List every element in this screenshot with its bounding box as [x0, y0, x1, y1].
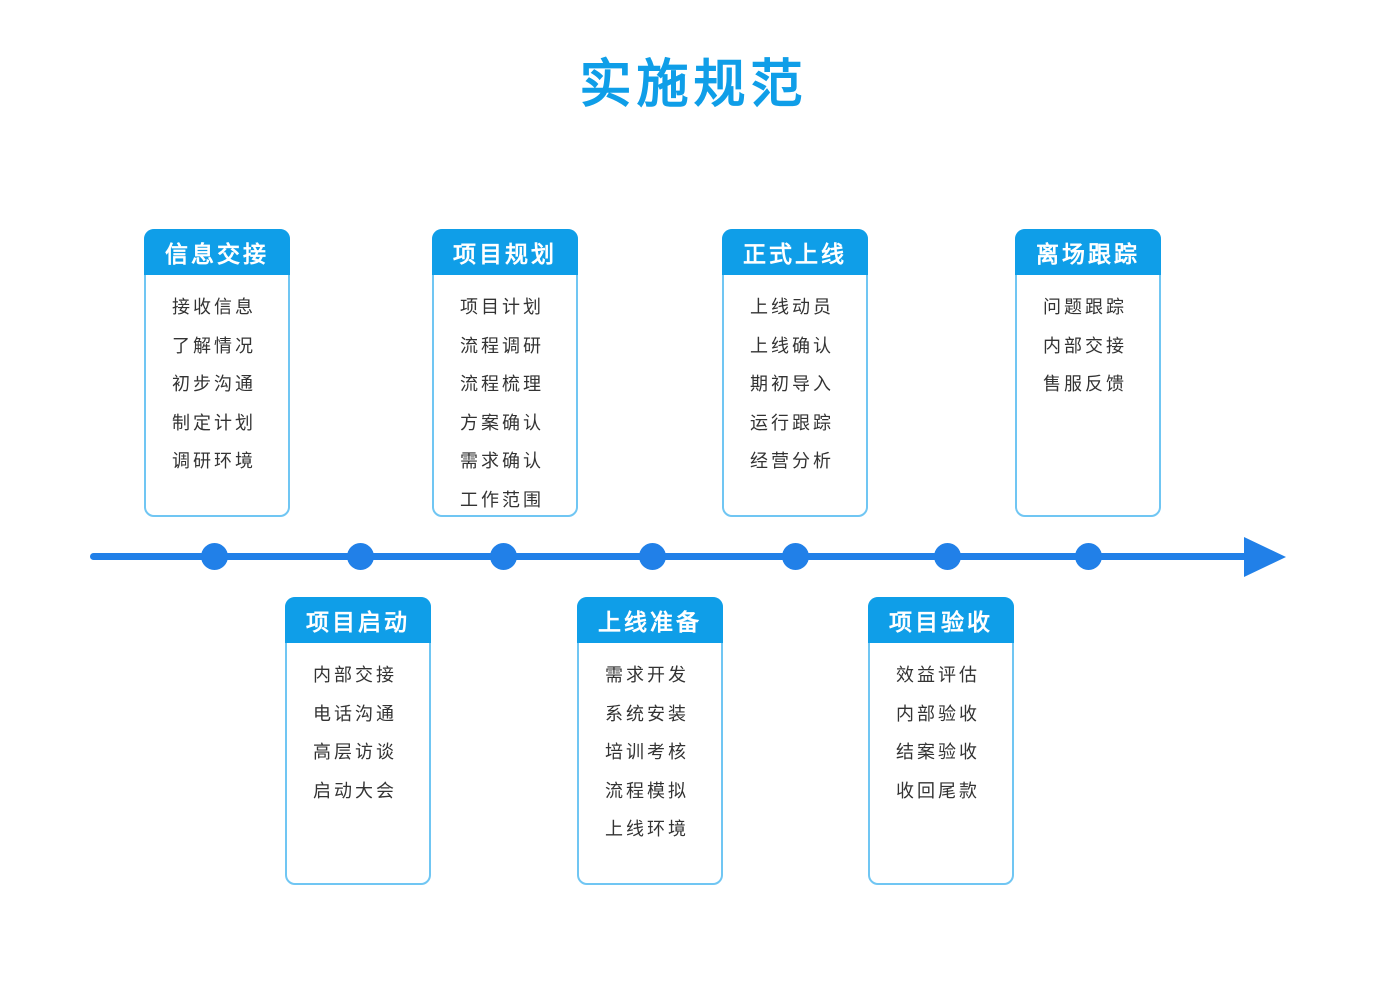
timeline-dot — [347, 543, 374, 570]
stage-item: 售服反馈 — [1043, 374, 1127, 394]
stage-item: 内部验收 — [896, 703, 980, 724]
stage-item: 效益评估 — [896, 665, 980, 685]
stage-item: 接收信息 — [172, 297, 256, 317]
stage-item-list: 项目计划 流程调研 流程梳理 方案确认 需求确认 工作范围 — [434, 277, 576, 519]
timeline-dot — [639, 543, 666, 570]
stage-header: 上线准备 — [577, 597, 723, 643]
stage-item: 内部交接 — [1043, 335, 1127, 356]
stage-card-launch-prep: 上线准备 需求开发 系统安装 培训考核 流程模拟 上线环境 — [577, 597, 723, 885]
stage-header: 离场跟踪 — [1015, 229, 1161, 275]
stage-item: 需求确认 — [460, 451, 544, 471]
stage-item: 经营分析 — [750, 451, 834, 471]
stage-header: 信息交接 — [144, 229, 290, 275]
timeline-dot — [782, 543, 809, 570]
stage-item: 制定计划 — [172, 412, 256, 433]
stage-card-official-launch: 正式上线 上线动员 上线确认 期初导入 运行跟踪 经营分析 — [722, 229, 868, 517]
stage-item: 收回尾款 — [896, 780, 980, 801]
stage-header: 项目验收 — [868, 597, 1014, 643]
stage-card-info-handover: 信息交接 接收信息 了解情况 初步沟通 制定计划 调研环境 — [144, 229, 290, 517]
stage-item: 运行跟踪 — [750, 412, 834, 433]
stage-item: 上线确认 — [750, 335, 834, 356]
stage-item: 调研环境 — [172, 451, 256, 471]
timeline-line — [90, 553, 1248, 560]
stage-item: 工作范围 — [460, 489, 544, 510]
stage-item: 系统安装 — [605, 703, 689, 724]
stage-item: 启动大会 — [313, 780, 397, 801]
timeline-dot — [490, 543, 517, 570]
timeline-dot — [934, 543, 961, 570]
stage-item: 流程模拟 — [605, 780, 689, 801]
stage-item-list: 内部交接 电话沟通 高层访谈 启动大会 — [287, 645, 429, 810]
stage-item: 了解情况 — [172, 335, 256, 356]
stage-item: 项目计划 — [460, 297, 544, 317]
stage-item: 上线环境 — [605, 819, 689, 839]
stage-item: 期初导入 — [750, 374, 834, 394]
stage-item: 培训考核 — [605, 742, 689, 762]
page-title: 实施规范 — [579, 56, 808, 114]
stage-item: 流程梳理 — [460, 374, 544, 394]
stage-item: 高层访谈 — [313, 742, 397, 762]
stage-item-list: 接收信息 了解情况 初步沟通 制定计划 调研环境 — [146, 277, 288, 481]
stage-item: 流程调研 — [460, 335, 544, 356]
stage-header: 正式上线 — [722, 229, 868, 275]
timeline-arrow-icon — [1244, 537, 1286, 577]
stage-item-list: 问题跟踪 内部交接 售服反馈 — [1017, 277, 1159, 404]
stage-item: 结案验收 — [896, 742, 980, 762]
stage-item: 电话沟通 — [313, 703, 397, 724]
stage-item: 问题跟踪 — [1043, 297, 1127, 317]
stage-item: 方案确认 — [460, 412, 544, 433]
stage-item: 需求开发 — [605, 665, 689, 685]
stage-item: 内部交接 — [313, 665, 397, 685]
stage-card-project-planning: 项目规划 项目计划 流程调研 流程梳理 方案确认 需求确认 工作范围 — [432, 229, 578, 517]
stage-card-project-acceptance: 项目验收 效益评估 内部验收 结案验收 收回尾款 — [868, 597, 1014, 885]
timeline-dot — [201, 543, 228, 570]
stage-header: 项目启动 — [285, 597, 431, 643]
stage-item-list: 需求开发 系统安装 培训考核 流程模拟 上线环境 — [579, 645, 721, 849]
timeline-dot — [1075, 543, 1102, 570]
stage-item: 初步沟通 — [172, 374, 256, 394]
stage-item-list: 上线动员 上线确认 期初导入 运行跟踪 经营分析 — [724, 277, 866, 481]
stage-item: 上线动员 — [750, 297, 834, 317]
stage-item-list: 效益评估 内部验收 结案验收 收回尾款 — [870, 645, 1012, 810]
stage-card-departure-tracking: 离场跟踪 问题跟踪 内部交接 售服反馈 — [1015, 229, 1161, 517]
stage-card-project-kickoff: 项目启动 内部交接 电话沟通 高层访谈 启动大会 — [285, 597, 431, 885]
stage-header: 项目规划 — [432, 229, 578, 275]
